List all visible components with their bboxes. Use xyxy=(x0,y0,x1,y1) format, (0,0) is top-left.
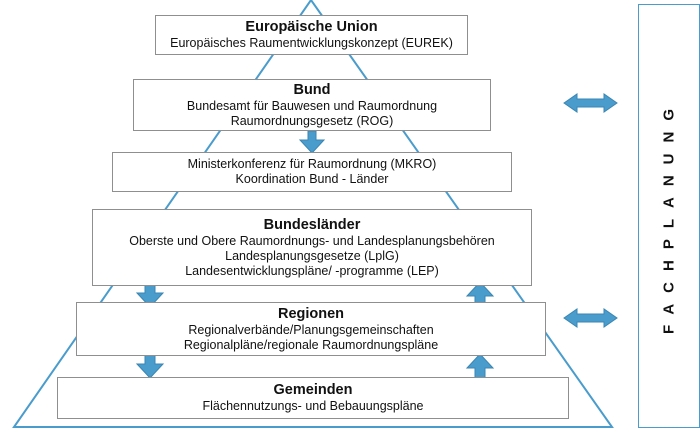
double-arrow-bund-fachplanung xyxy=(563,93,618,113)
level-box-mkro: Ministerkonferenz für Raumordnung (MKRO)… xyxy=(112,152,512,192)
arrow-down-bund-mkro xyxy=(298,130,326,154)
level-line: Oberste und Obere Raumordnungs- und Land… xyxy=(129,233,495,248)
level-title: Bundesländer xyxy=(263,216,361,233)
level-line: Raumordnungsgesetz (ROG) xyxy=(230,113,394,128)
level-line: Landesentwicklungspläne/ -programme (LEP… xyxy=(185,263,439,278)
level-line: Europäisches Raumentwicklungskonzept (EU… xyxy=(170,36,453,50)
level-line: Flächennutzungs- und Bebauungspläne xyxy=(202,399,424,413)
level-title: Regionen xyxy=(277,305,345,322)
level-box-bund: Bund Bundesamt für Bauwesen und Raumordn… xyxy=(133,79,491,131)
fachplanung-label: FACHPLANUNG xyxy=(660,98,678,334)
double-arrow-regionen-fachplanung xyxy=(563,308,618,328)
level-title: Bund xyxy=(293,81,331,98)
arrow-down-regionen-gemeinden xyxy=(135,352,165,379)
level-line: Bundesamt für Bauwesen und Raumordnung xyxy=(186,98,438,113)
level-line: Koordination Bund - Länder xyxy=(235,172,389,186)
fachplanung-panel: FACHPLANUNG xyxy=(638,4,700,428)
level-line: Regionalpläne/regionale Raumordnungsplän… xyxy=(183,337,439,352)
level-title: Gemeinden xyxy=(273,382,353,398)
level-line: Regionalverbände/Planungsgemeinschaften xyxy=(188,322,434,337)
level-title: Europäische Union xyxy=(245,19,378,35)
level-line: Landesplanungsgesetze (LplG) xyxy=(225,248,399,263)
level-box-gemeinden: Gemeinden Flächennutzungs- und Bebauungs… xyxy=(57,377,569,419)
level-box-europaeische-union: Europäische Union Europäisches Raumentwi… xyxy=(155,15,468,55)
level-box-bundeslaender: Bundesländer Oberste und Obere Raumordnu… xyxy=(92,209,532,286)
level-box-regionen: Regionen Regionalverbände/Planungsgemein… xyxy=(76,302,546,356)
level-line: Ministerkonferenz für Raumordnung (MKRO) xyxy=(187,157,437,171)
